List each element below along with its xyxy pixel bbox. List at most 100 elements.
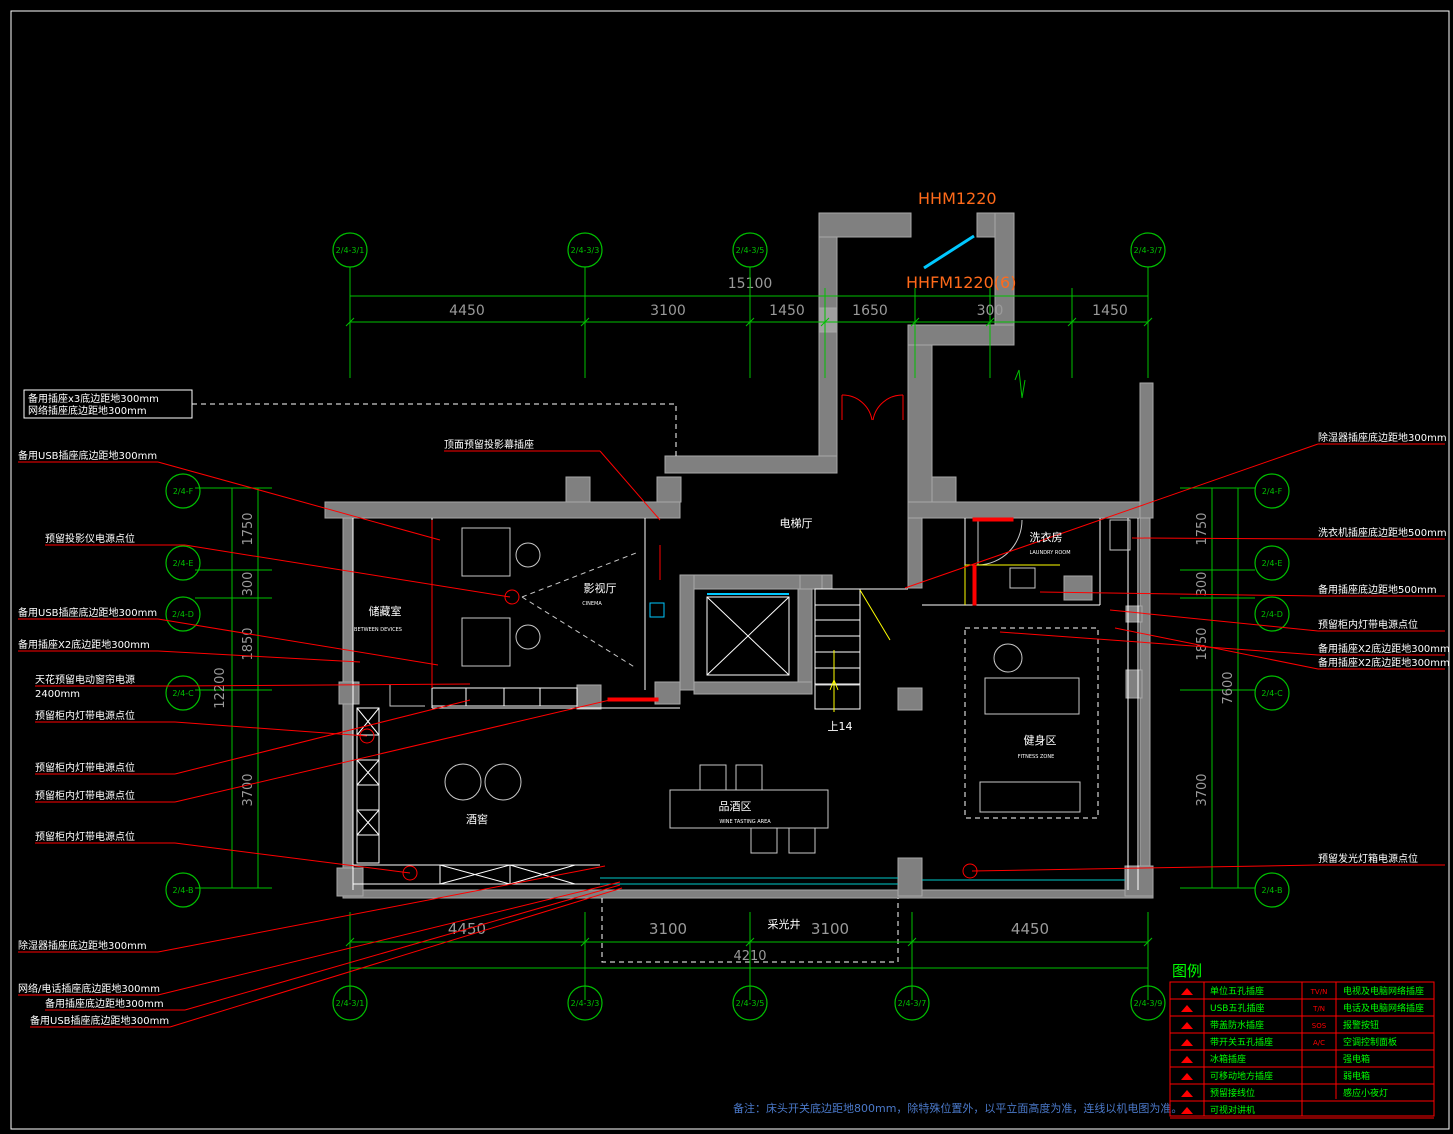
legend-symbol-right-1: T/N: [1312, 1005, 1325, 1013]
center-leader: [599, 450, 661, 521]
legend-left-5: 可移动地方插座: [1210, 1070, 1273, 1082]
dim-slash-top: [345, 317, 355, 327]
legend-left-0: 单位五孔插座: [1210, 985, 1264, 997]
dim-slash-top: [1143, 317, 1153, 327]
axis-bubble-left-1-label: 2/4-E: [173, 559, 194, 568]
left-note-5: 备用插座X2底边距地300mm: [18, 638, 150, 651]
dim-right-0: 1750: [1195, 512, 1210, 545]
right-leader-0: [904, 443, 1319, 589]
axis-bubble-left-1: [165, 545, 201, 581]
legend-symbol-right-3: A/C: [1313, 1039, 1325, 1047]
axis-bubble-top-3-label: 2/4-3/7: [1134, 246, 1163, 255]
left-leader-15: [169, 887, 623, 1028]
right-leader-2: [1039, 591, 1319, 597]
right-leader-4: [999, 631, 1319, 656]
axis-bubble-right-1: [1254, 545, 1290, 581]
left-leader-13: [157, 881, 621, 996]
legend-right-5: 弱电箱: [1343, 1070, 1370, 1082]
axis-bubble-left-4: [165, 872, 201, 908]
axis-bubble-left-0-label: 2/4-F: [173, 487, 194, 496]
legend-symbol-left-4: [1181, 1056, 1193, 1063]
room-stair: 上14: [828, 720, 853, 733]
left-note-7: 2400mm: [35, 689, 80, 700]
room-fitness-en: FITNESS ZONE: [1018, 754, 1055, 760]
dim-top-0: 4450: [449, 303, 485, 319]
left-note-13: 网络/电话插座底边距地300mm: [18, 982, 160, 995]
left-note-10: 预留柜内灯带电源点位: [35, 789, 135, 802]
axis-bubble-right-2: [1254, 596, 1290, 632]
left-leader-4: [157, 618, 439, 666]
dim-bottom-2: 3100: [811, 920, 849, 938]
room-cinema-en: CINEMA: [582, 601, 602, 607]
right-note-4: 备用插座X2底边距地300mm: [1318, 642, 1450, 655]
dim-slash-top: [580, 317, 590, 327]
left-note-8: 预留柜内灯带电源点位: [35, 709, 135, 722]
right-leader-1: [1131, 537, 1319, 540]
right-note-6: 预留发光灯箱电源点位: [1318, 852, 1418, 865]
left-note-11: 预留柜内灯带电源点位: [35, 830, 135, 843]
dim-left-3: 3700: [241, 773, 256, 806]
legend-symbol-right-0: TV/N: [1310, 988, 1328, 996]
left-note-12: 除湿器插座底边距地300mm: [18, 939, 147, 952]
axis-bubble-bottom-3-label: 2/4-3/7: [898, 999, 927, 1008]
bottom-note: 备注：床头开关底边距地800mm，除特殊位置外，以平立面高度为准，连线以机电图为…: [733, 1101, 1182, 1115]
dim-slash-bottom: [745, 937, 755, 947]
dim-right-1: 300: [1195, 572, 1210, 597]
axis-bubble-top-0-label: 2/4-3/1: [336, 246, 365, 255]
legend-left-2: 带盖防水插座: [1210, 1019, 1264, 1031]
center-note: 顶面预留投影幕插座: [444, 438, 534, 451]
dim-bottom-total: 4210: [733, 949, 766, 964]
axis-bubble-right-3-label: 2/4-C: [1261, 689, 1283, 698]
room-storage: 储藏室: [369, 604, 402, 618]
dim-left-1: 300: [241, 572, 256, 597]
note-box-top-left: [23, 389, 193, 419]
axis-bubble-left-2: [165, 596, 201, 632]
left-note-0: 备用插座x3底边距地300mm: [28, 392, 159, 405]
axis-bubble-bottom-2: [732, 985, 768, 1021]
left-leader-5: [157, 650, 361, 663]
left-leader-3: [184, 544, 511, 598]
dim-right-2: 1850: [1195, 627, 1210, 660]
dim-right-3: 3700: [1195, 773, 1210, 806]
dim-slash-top: [745, 317, 755, 327]
left-leader-14: [184, 884, 621, 1011]
dim-slash-top: [820, 317, 830, 327]
axis-bubble-left-3: [165, 675, 201, 711]
dim-top-2: 1450: [769, 303, 805, 319]
left-note-9: 预留柜内灯带电源点位: [35, 761, 135, 774]
axis-bubble-bottom-1: [567, 985, 603, 1021]
legend-right-1: 电话及电脑网络插座: [1343, 1002, 1424, 1014]
legend-symbol-left-5: [1181, 1073, 1193, 1080]
dim-slash-top: [1067, 317, 1077, 327]
dim-top-5: 1450: [1092, 303, 1128, 319]
axis-bubble-right-0-label: 2/4-F: [1262, 487, 1283, 496]
left-leader-6: [174, 683, 471, 687]
text-layer: HHM1220HHFM1220(6)电梯厅影视厅CINEMA储藏室BETWEEN…: [18, 189, 1450, 1115]
left-leader-8: [174, 721, 368, 737]
right-leader-5: [1114, 627, 1319, 670]
axis-bubble-bottom-2-label: 2/4-3/5: [736, 999, 765, 1008]
axis-bubble-bottom-4: [1130, 985, 1166, 1021]
door-code-1: HHM1220: [918, 189, 997, 208]
room-cinema: 影视厅: [584, 581, 617, 595]
left-note-1: 网络插座底边距地300mm: [28, 404, 147, 417]
legend-right-6: 感应小夜灯: [1343, 1087, 1388, 1099]
room-elevator-hall: 电梯厅: [780, 517, 813, 530]
right-note-3: 预留柜内灯带电源点位: [1318, 618, 1418, 631]
dim-left-2: 1850: [241, 627, 256, 660]
walls: [324, 212, 1154, 899]
left-note-15: 备用USB插座底边距地300mm: [30, 1014, 169, 1027]
axis-bubble-right-2-label: 2/4-D: [1261, 610, 1283, 619]
left-leader-2: [157, 461, 441, 541]
legend-symbol-left-0: [1181, 988, 1193, 995]
room-laundry-en: LAUNDRY ROOM: [1029, 550, 1070, 556]
right-leader-3: [1109, 609, 1319, 632]
dim-left-total: 12200: [213, 667, 228, 708]
dim-slash-bottom: [907, 937, 917, 947]
room-wine-tasting: 品酒区: [719, 800, 752, 813]
left-leader-11: [174, 842, 411, 874]
axis-bubble-bottom-4-label: 2/4-3/9: [1134, 999, 1163, 1008]
